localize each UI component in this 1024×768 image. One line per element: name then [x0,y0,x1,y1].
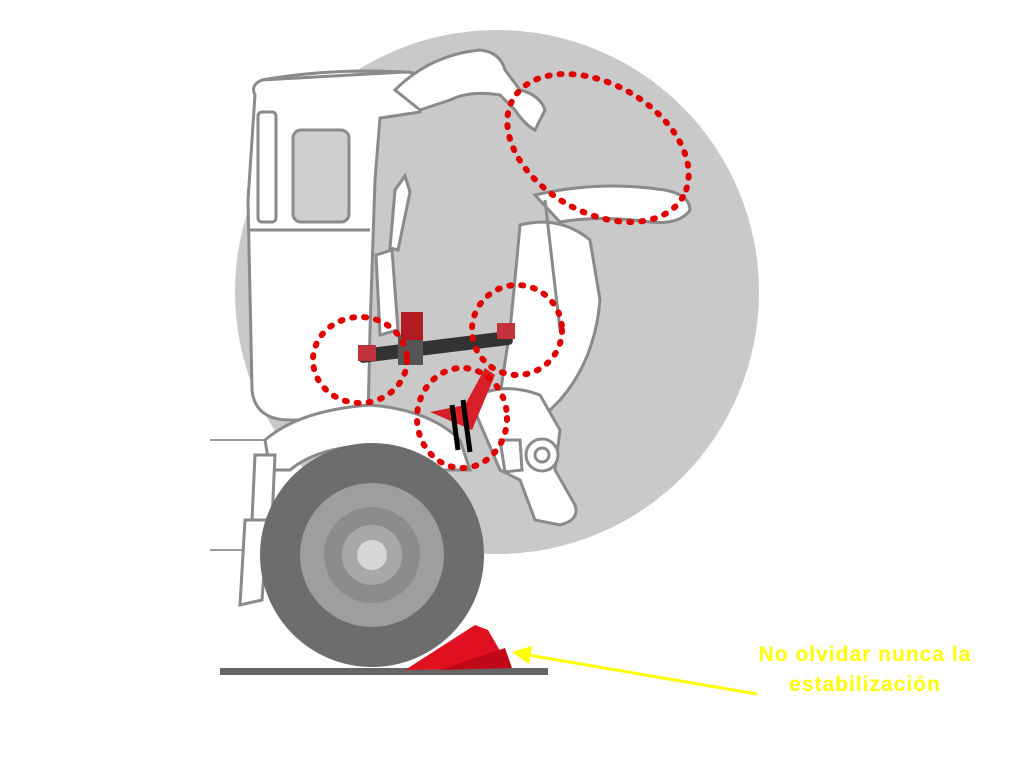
highlight-circles [310,71,692,471]
caption-line-1: No olvidar nunca la [758,643,972,666]
caption-line-2: estabilización [789,673,941,696]
caption-arrow [512,646,758,696]
highlight-cab-lock [310,314,410,406]
mirror-arm [374,172,412,337]
safety-mark [430,368,495,453]
front-wheel [260,443,484,667]
highlight-pivot [469,282,565,378]
wheel-chock [405,625,512,670]
stabilization-caption: No olvidar nunca la estabilización [705,640,1024,700]
mechanic-figure [392,48,692,527]
highlight-cab-top [504,71,692,225]
ground-line [220,668,548,675]
highlight-mechanism [414,365,510,471]
